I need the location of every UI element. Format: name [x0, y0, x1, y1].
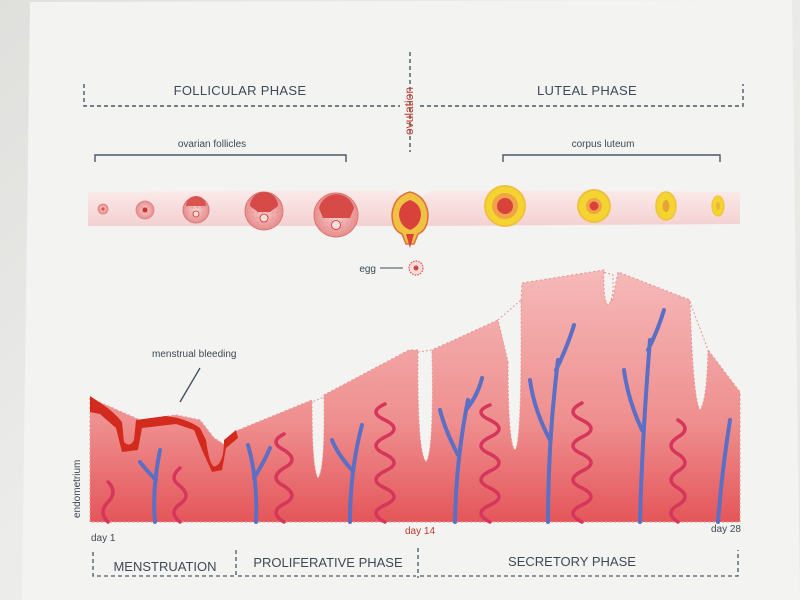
ovulation-label: ovulation — [402, 87, 416, 135]
corpus-luteum-2 — [577, 189, 611, 223]
corpus-luteum-bracket — [502, 154, 721, 162]
bleeding-pointer — [179, 367, 201, 403]
corpus-luteum-1 — [484, 185, 526, 227]
menstruation-label: MENSTRUATION — [113, 559, 216, 574]
follicular-bracket — [83, 84, 400, 107]
day-14-label: day 14 — [405, 526, 435, 537]
follicular-phase-label: FOLLICULAR PHASE — [174, 83, 307, 98]
follicles-bracket — [94, 154, 347, 162]
gland-crypts — [311, 271, 709, 479]
secretory-bracket — [420, 550, 739, 577]
uterine-phase-brackets — [92, 548, 739, 578]
corpus-albicans — [711, 195, 725, 217]
ovarian-follicles-label: ovarian follicles — [178, 139, 246, 150]
phase-header — [83, 52, 744, 152]
spiral-arteries — [101, 401, 687, 524]
corpus-luteum-stages — [484, 185, 725, 227]
menstrual-bleeding-layer — [90, 396, 238, 472]
day-1-label: day 1 — [91, 533, 116, 544]
spiral-veins — [138, 308, 732, 524]
egg-label: egg — [359, 264, 376, 275]
follicle-stage-2 — [135, 200, 155, 220]
follicle-stage-4 — [244, 191, 284, 231]
ovary-brackets — [94, 154, 721, 162]
rupturing-follicle — [391, 191, 429, 248]
luteal-phase-label: LUTEAL PHASE — [537, 83, 637, 98]
day-28-label: day 28 — [711, 524, 741, 535]
egg-cell — [408, 260, 424, 276]
follicle-stage-5 — [313, 192, 359, 238]
secretory-phase-label: SECRETORY PHASE — [508, 554, 636, 569]
menstruation-bracket — [92, 552, 235, 577]
luteal-bracket — [420, 84, 744, 107]
follicle-stage-3 — [182, 196, 210, 224]
corpus-luteum-3 — [655, 191, 677, 221]
menstrual-bleeding-label: menstrual bleeding — [152, 349, 237, 360]
corpus-luteum-label: corpus luteum — [572, 139, 635, 150]
developing-follicles — [97, 191, 429, 248]
endometrium-label: endometrium — [72, 460, 83, 518]
follicle-stage-1 — [97, 203, 109, 215]
proliferative-phase-label: PROLIFERATIVE PHASE — [253, 555, 403, 570]
